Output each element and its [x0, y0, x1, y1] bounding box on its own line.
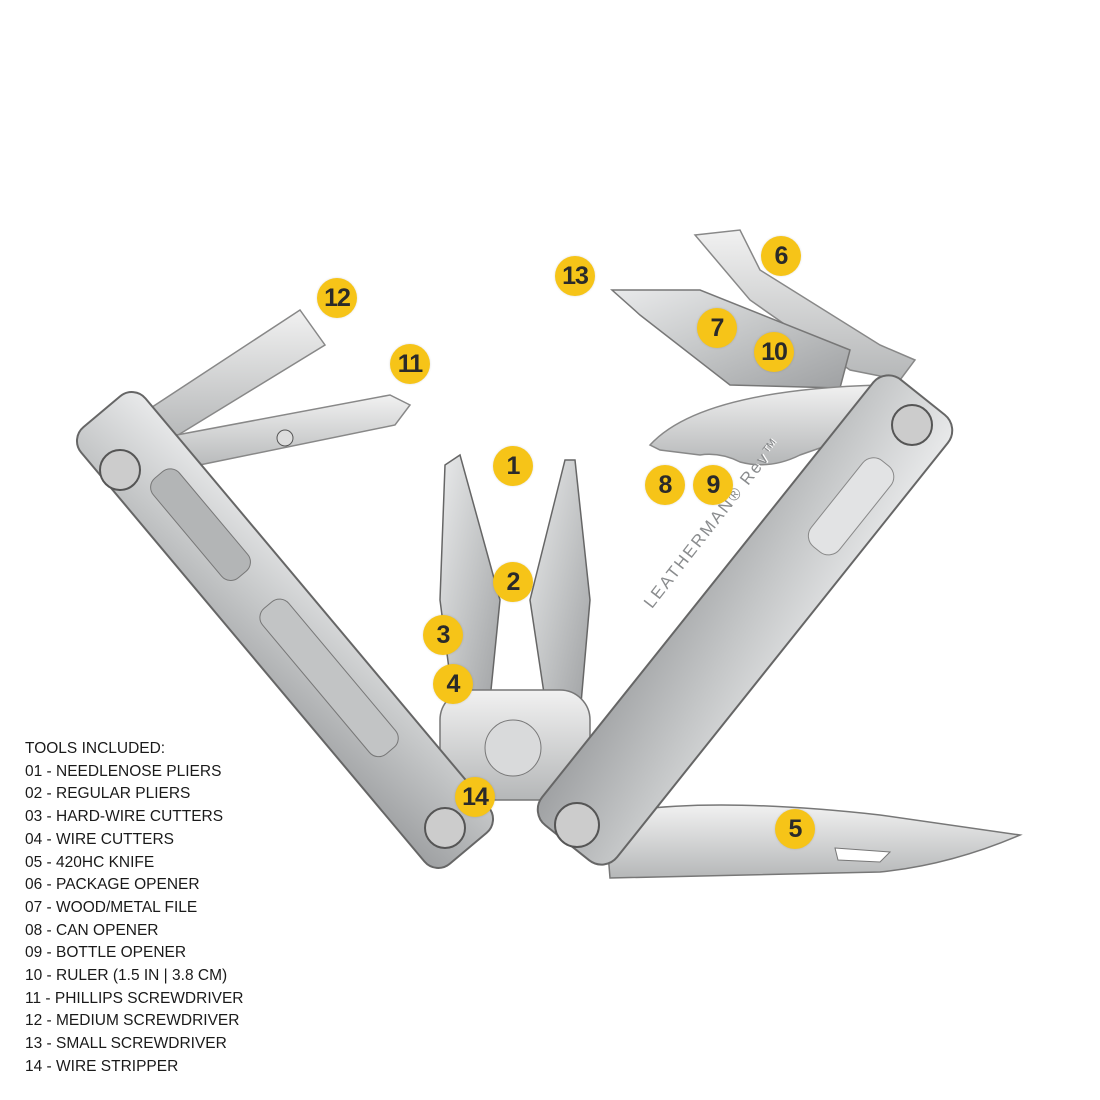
left-handle: [75, 391, 495, 869]
legend-item: 08 - CAN OPENER: [25, 921, 159, 939]
legend-item: 11 - PHILLIPS SCREWDRIVER: [25, 989, 244, 1007]
legend-item: 13 - SMALL SCREWDRIVER: [25, 1035, 227, 1053]
tools-legend: TOOLS INCLUDED: 01 - NEEDLENOSE PLIERS 0…: [25, 738, 244, 1079]
badge-small-screwdriver: 13: [555, 256, 595, 296]
legend-item: 03 - HARD-WIRE CUTTERS: [25, 808, 224, 826]
badge-ruler: 10: [754, 332, 794, 372]
legend-item: 09 - BOTTLE OPENER: [25, 944, 187, 962]
can-bottle-opener: [648, 384, 902, 466]
legend-item: 07 - WOOD/METAL FILE: [25, 898, 198, 916]
legend-title: TOOLS INCLUDED:: [25, 740, 166, 757]
badge-needlenose-pliers: 1: [493, 446, 533, 486]
legend-item: 05 - 420HC KNIFE: [25, 853, 155, 871]
badge-package-opener: 6: [761, 236, 801, 276]
legend-item: 02 - REGULAR PLIERS: [25, 785, 191, 803]
badge-regular-pliers: 2: [493, 562, 533, 602]
legend-item: 14 - WIRE STRIPPER: [25, 1057, 179, 1075]
badge-phillips-screwdriver: 11: [390, 344, 430, 384]
badge-can-opener: 8: [645, 465, 685, 505]
legend-item: 04 - WIRE CUTTERS: [25, 830, 174, 848]
badge-wire-stripper: 14: [455, 777, 495, 817]
badge-bottle-opener: 9: [693, 465, 733, 505]
badge-hard-wire-cutters: 3: [423, 615, 463, 655]
badge-wire-cutters: 4: [433, 664, 473, 704]
pliers: [439, 453, 591, 801]
legend-item: 12 - MEDIUM SCREWDRIVER: [25, 1012, 240, 1030]
legend-item: 10 - RULER (1.5 IN | 3.8 CM): [25, 967, 228, 985]
legend-item: 06 - PACKAGE OPENER: [25, 876, 200, 894]
knife: [604, 804, 1023, 879]
legend-item: 01 - NEEDLENOSE PLIERS: [25, 762, 222, 780]
badge-file: 7: [697, 308, 737, 348]
badge-medium-screwdriver: 12: [317, 278, 357, 318]
badge-knife: 5: [775, 809, 815, 849]
